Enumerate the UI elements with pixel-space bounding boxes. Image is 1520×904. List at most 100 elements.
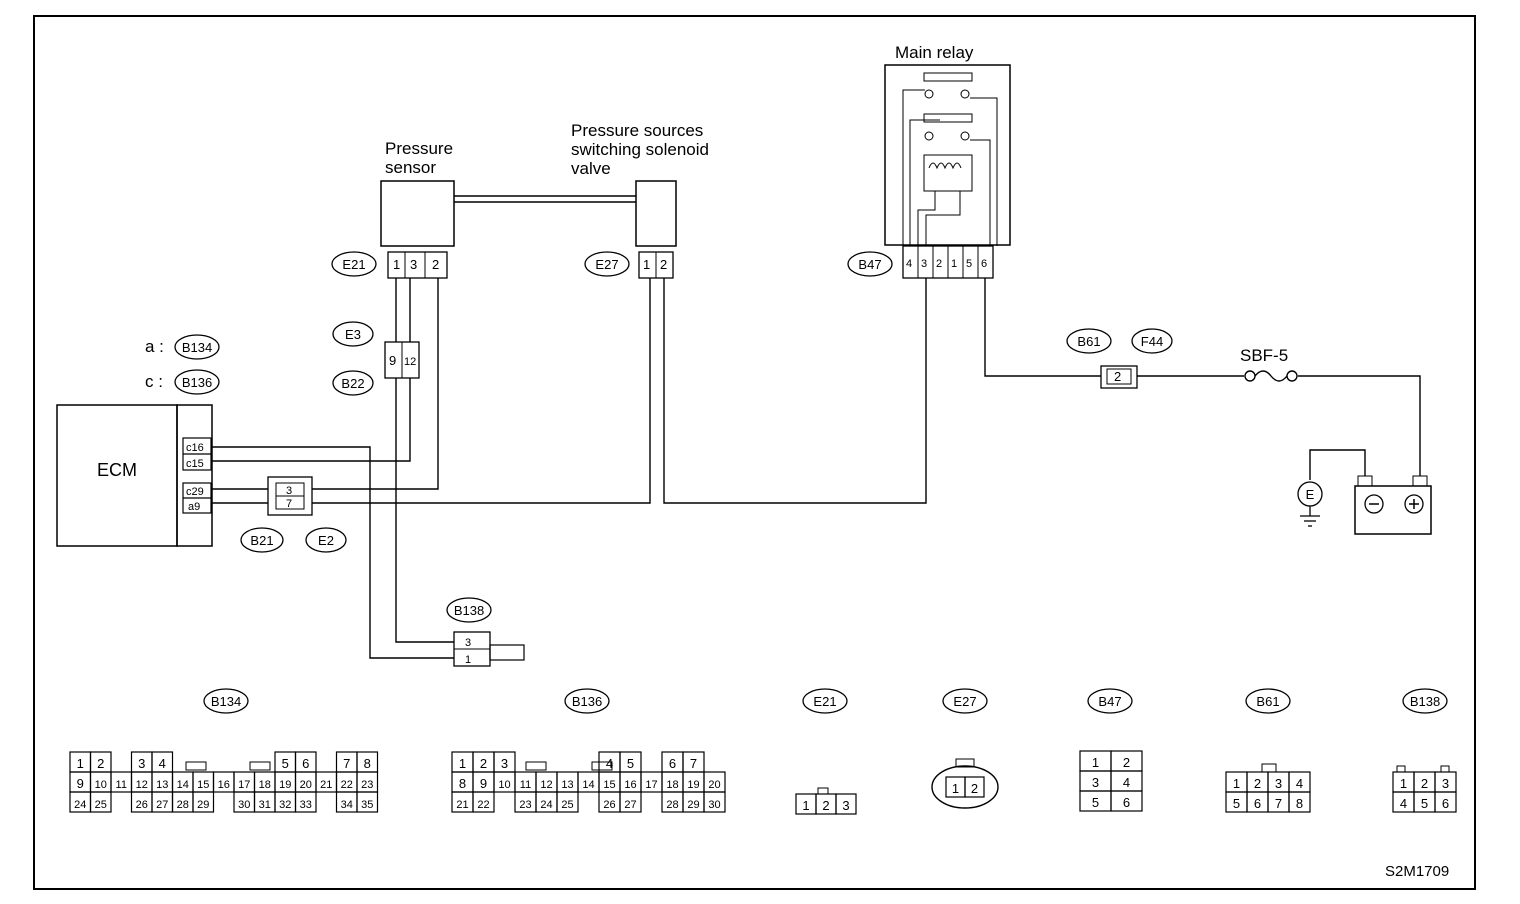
pin-label: 6: [1254, 796, 1261, 811]
pin-label: 10: [95, 779, 107, 791]
pin-label: 1: [1400, 776, 1407, 791]
e21-pin-2: 2: [432, 257, 439, 272]
pin-label: 18: [666, 779, 678, 791]
svg-text:B47: B47: [1098, 694, 1121, 709]
pin-label: 5: [1233, 796, 1240, 811]
ground-symbol: E: [1297, 481, 1323, 527]
pin-label: 33: [300, 799, 312, 811]
svg-text:B134: B134: [211, 694, 241, 709]
view-tag-b47: B47: [1087, 688, 1133, 714]
svg-text:F44: F44: [1141, 334, 1163, 349]
pin-label: 1: [1092, 755, 1099, 770]
pin-label: 15: [197, 779, 209, 791]
view-tag-b134: B134: [203, 688, 249, 714]
pin-label: 1: [802, 798, 809, 813]
svg-text:E2: E2: [318, 533, 334, 548]
pin-label: 25: [561, 799, 573, 811]
wires: [212, 278, 1421, 659]
tag-e27: E27: [584, 251, 630, 277]
pin-label: 22: [341, 779, 353, 791]
e27-pin-1: 1: [643, 257, 650, 272]
solenoid-label-1: Pressure sources: [571, 121, 703, 140]
pin-label: 3: [1092, 775, 1099, 790]
pin-label: 12: [136, 779, 148, 791]
pin-label: 26: [136, 799, 148, 811]
pin-label: 11: [520, 779, 531, 791]
pin-label: 9: [77, 776, 84, 791]
tag-e3: E3: [332, 321, 374, 347]
svg-text:B138: B138: [454, 603, 484, 618]
pin-label: 7: [1275, 796, 1282, 811]
main-relay-label: Main relay: [895, 43, 974, 62]
pin-label: 7: [343, 756, 350, 771]
fuse-label: SBF-5: [1240, 346, 1288, 365]
pin-cell: [192, 791, 215, 813]
pin-label: 30: [708, 799, 720, 811]
pin-label: 5: [282, 756, 289, 771]
pin-label: 35: [361, 799, 373, 811]
svg-text:B22: B22: [341, 376, 364, 391]
pin-label: 6: [302, 756, 309, 771]
solenoid-label-2: switching solenoid: [571, 140, 709, 159]
figure-code: S2M1709: [1385, 863, 1449, 880]
view-tag-b136: B136: [564, 688, 610, 714]
pin-label: 1: [77, 756, 84, 771]
b138-pin-3: 3: [465, 637, 471, 649]
battery: [1354, 475, 1432, 535]
e3-pin-9: 9: [389, 353, 396, 368]
pin-label: 2: [480, 756, 487, 771]
pin-cell: [964, 776, 985, 798]
ecm-pin-a9: a9: [188, 501, 200, 513]
pin-label: 14: [582, 779, 594, 791]
pin-label: 4: [1123, 775, 1130, 790]
pin-label: 5: [1421, 796, 1428, 811]
pin-cell: [835, 793, 857, 815]
pin-label: 6: [1123, 795, 1130, 810]
pin-label: 4: [1296, 776, 1303, 791]
b47-pin-4: 4: [906, 258, 912, 270]
pin-label: 17: [645, 779, 657, 791]
pin-label: 3: [842, 798, 849, 813]
pin-label: 21: [456, 799, 468, 811]
pin-label: 4: [159, 756, 166, 771]
pin-label: 31: [259, 799, 271, 811]
b138-pin-1: 1: [465, 654, 471, 666]
b47-pin-3: 3: [921, 258, 927, 270]
b21-pin-7: 7: [286, 498, 292, 510]
pin-label: 3: [1442, 776, 1449, 791]
tag-b61: B61: [1066, 328, 1112, 354]
pin-label: 4: [606, 756, 613, 771]
pin-label: 14: [177, 779, 189, 791]
pin-label: 2: [1254, 776, 1261, 791]
b21-pin-3: 3: [286, 485, 292, 497]
pin-label: 5: [1092, 795, 1099, 810]
svg-text:E27: E27: [953, 694, 976, 709]
e3-pin-12: 12: [404, 356, 416, 368]
pin-label: 9: [480, 776, 487, 791]
pin-cell: [1288, 791, 1311, 813]
svg-text:B61: B61: [1256, 694, 1279, 709]
e27-pin-2: 2: [660, 257, 667, 272]
pin-label: 29: [197, 799, 209, 811]
pin-label: 34: [341, 799, 353, 811]
pin-label: 1: [459, 756, 466, 771]
pin-label: 26: [603, 799, 615, 811]
pin-label: 11: [116, 779, 127, 791]
ecm-pin-c16: c16: [186, 442, 204, 454]
pin-label: 18: [259, 779, 271, 791]
pin-label: 24: [74, 799, 86, 811]
ecm-label: ECM: [97, 460, 137, 480]
battery-minus-icon: [1364, 494, 1384, 514]
pin-label: 2: [1123, 755, 1130, 770]
tag-b136-ecm: B136: [174, 369, 220, 395]
view-tag-e27: E27: [942, 688, 988, 714]
pin-label: 19: [279, 779, 291, 791]
svg-text:B61: B61: [1077, 334, 1100, 349]
pin-cell: [89, 791, 112, 813]
pin-cell: [356, 791, 379, 813]
